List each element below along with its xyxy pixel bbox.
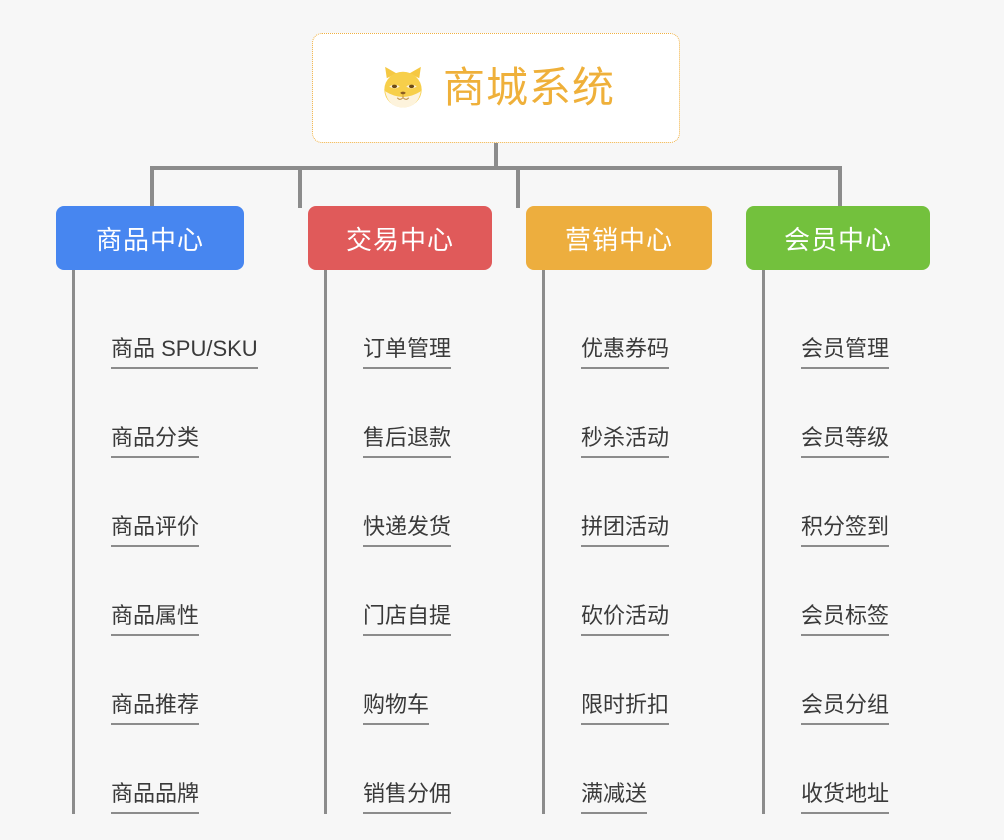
list-item[interactable]: 商品推荐: [75, 636, 244, 725]
leaf-label: 商品分类: [111, 425, 200, 458]
root-node-card[interactable]: 商城系统: [312, 33, 680, 143]
leaf-label: 会员分组: [801, 692, 890, 725]
leaf-label: 商品品牌: [111, 781, 200, 814]
leaf-label: 购物车: [363, 692, 430, 725]
branch-header-label: 会员中心: [783, 224, 892, 255]
branch-leaf-list: 订单管理 售后退款 快递发货 门店自提 购物车 销售分佣: [324, 270, 492, 814]
connector-drop-branch-2: [298, 166, 302, 208]
connector-root-stem: [494, 143, 498, 169]
list-item[interactable]: 售后退款: [327, 369, 492, 458]
leaf-label: 秒杀活动: [581, 425, 670, 458]
leaf-label: 商品评价: [111, 514, 200, 547]
list-item[interactable]: 会员等级: [765, 369, 930, 458]
list-item[interactable]: 满减送: [545, 725, 712, 814]
root-node-title: 商城系统: [442, 64, 615, 111]
leaf-label: 商品 SPU/SKU: [111, 336, 258, 369]
leaf-label: 会员等级: [801, 425, 890, 458]
leaf-label: 会员标签: [801, 603, 890, 636]
list-item[interactable]: 会员管理: [765, 280, 930, 369]
leaf-label: 订单管理: [363, 336, 452, 369]
list-item[interactable]: 订单管理: [327, 280, 492, 369]
list-item[interactable]: 会员分组: [765, 636, 930, 725]
list-item[interactable]: 秒杀活动: [545, 369, 712, 458]
connector-drop-branch-3: [516, 166, 520, 208]
leaf-label: 门店自提: [363, 603, 452, 636]
connector-drop-branch-4: [838, 166, 842, 208]
leaf-label: 快递发货: [363, 514, 452, 547]
connector-horizontal-bus: [150, 166, 842, 170]
shiba-dog-face-icon: [377, 62, 429, 114]
list-item[interactable]: 门店自提: [327, 547, 492, 636]
list-item[interactable]: 优惠券码: [545, 280, 712, 369]
list-item[interactable]: 快递发货: [327, 458, 492, 547]
list-item[interactable]: 拼团活动: [545, 458, 712, 547]
list-item[interactable]: 收货地址: [765, 725, 930, 814]
leaf-label: 商品推荐: [111, 692, 200, 725]
branch-leaf-list: 优惠券码 秒杀活动 拼团活动 砍价活动 限时折扣 满减送: [542, 270, 712, 814]
leaf-label: 积分签到: [801, 514, 890, 547]
branch-header-label: 交易中心: [345, 224, 454, 255]
list-item[interactable]: 会员标签: [765, 547, 930, 636]
leaf-label: 售后退款: [363, 425, 452, 458]
branch-leaf-list: 商品 SPU/SKU 商品分类 商品评价 商品属性 商品推荐 商品品牌: [72, 270, 258, 814]
leaf-label: 满减送: [581, 781, 648, 814]
leaf-label: 拼团活动: [581, 514, 670, 547]
branch-header-product-center[interactable]: 商品中心: [56, 206, 244, 270]
leaf-label: 限时折扣: [581, 692, 670, 725]
leaf-label: 收货地址: [801, 781, 890, 814]
list-item[interactable]: 购物车: [327, 636, 492, 725]
list-item[interactable]: 限时折扣: [545, 636, 712, 725]
branch-column-product-center: 商品中心 商品 SPU/SKU 商品分类 商品评价 商品属性 商品推荐 商品品牌: [56, 206, 258, 814]
leaf-label: 砍价活动: [581, 603, 670, 636]
leaf-label: 销售分佣: [363, 781, 452, 814]
list-item[interactable]: 积分签到: [765, 458, 930, 547]
branch-header-member-center[interactable]: 会员中心: [746, 206, 930, 270]
leaf-label: 优惠券码: [581, 336, 670, 369]
branch-column-member-center: 会员中心 会员管理 会员等级 积分签到 会员标签 会员分组 收货地址: [746, 206, 930, 814]
branch-header-label: 营销中心: [564, 224, 673, 255]
leaf-label: 会员管理: [801, 336, 890, 369]
branch-column-trade-center: 交易中心 订单管理 售后退款 快递发货 门店自提 购物车 销售分佣: [308, 206, 492, 814]
branch-header-marketing-center[interactable]: 营销中心: [526, 206, 712, 270]
list-item[interactable]: 商品分类: [75, 369, 244, 458]
branch-column-marketing-center: 营销中心 优惠券码 秒杀活动 拼团活动 砍价活动 限时折扣 满减送: [526, 206, 712, 814]
list-item[interactable]: 商品属性: [75, 547, 244, 636]
leaf-label: 商品属性: [111, 603, 200, 636]
branch-header-label: 商品中心: [95, 224, 204, 255]
list-item[interactable]: 销售分佣: [327, 725, 492, 814]
connector-drop-branch-1: [150, 166, 154, 208]
list-item[interactable]: 商品品牌: [75, 725, 244, 814]
list-item[interactable]: 商品 SPU/SKU: [75, 280, 258, 369]
branch-leaf-list: 会员管理 会员等级 积分签到 会员标签 会员分组 收货地址: [762, 270, 930, 814]
branch-header-trade-center[interactable]: 交易中心: [308, 206, 492, 270]
list-item[interactable]: 商品评价: [75, 458, 244, 547]
list-item[interactable]: 砍价活动: [545, 547, 712, 636]
